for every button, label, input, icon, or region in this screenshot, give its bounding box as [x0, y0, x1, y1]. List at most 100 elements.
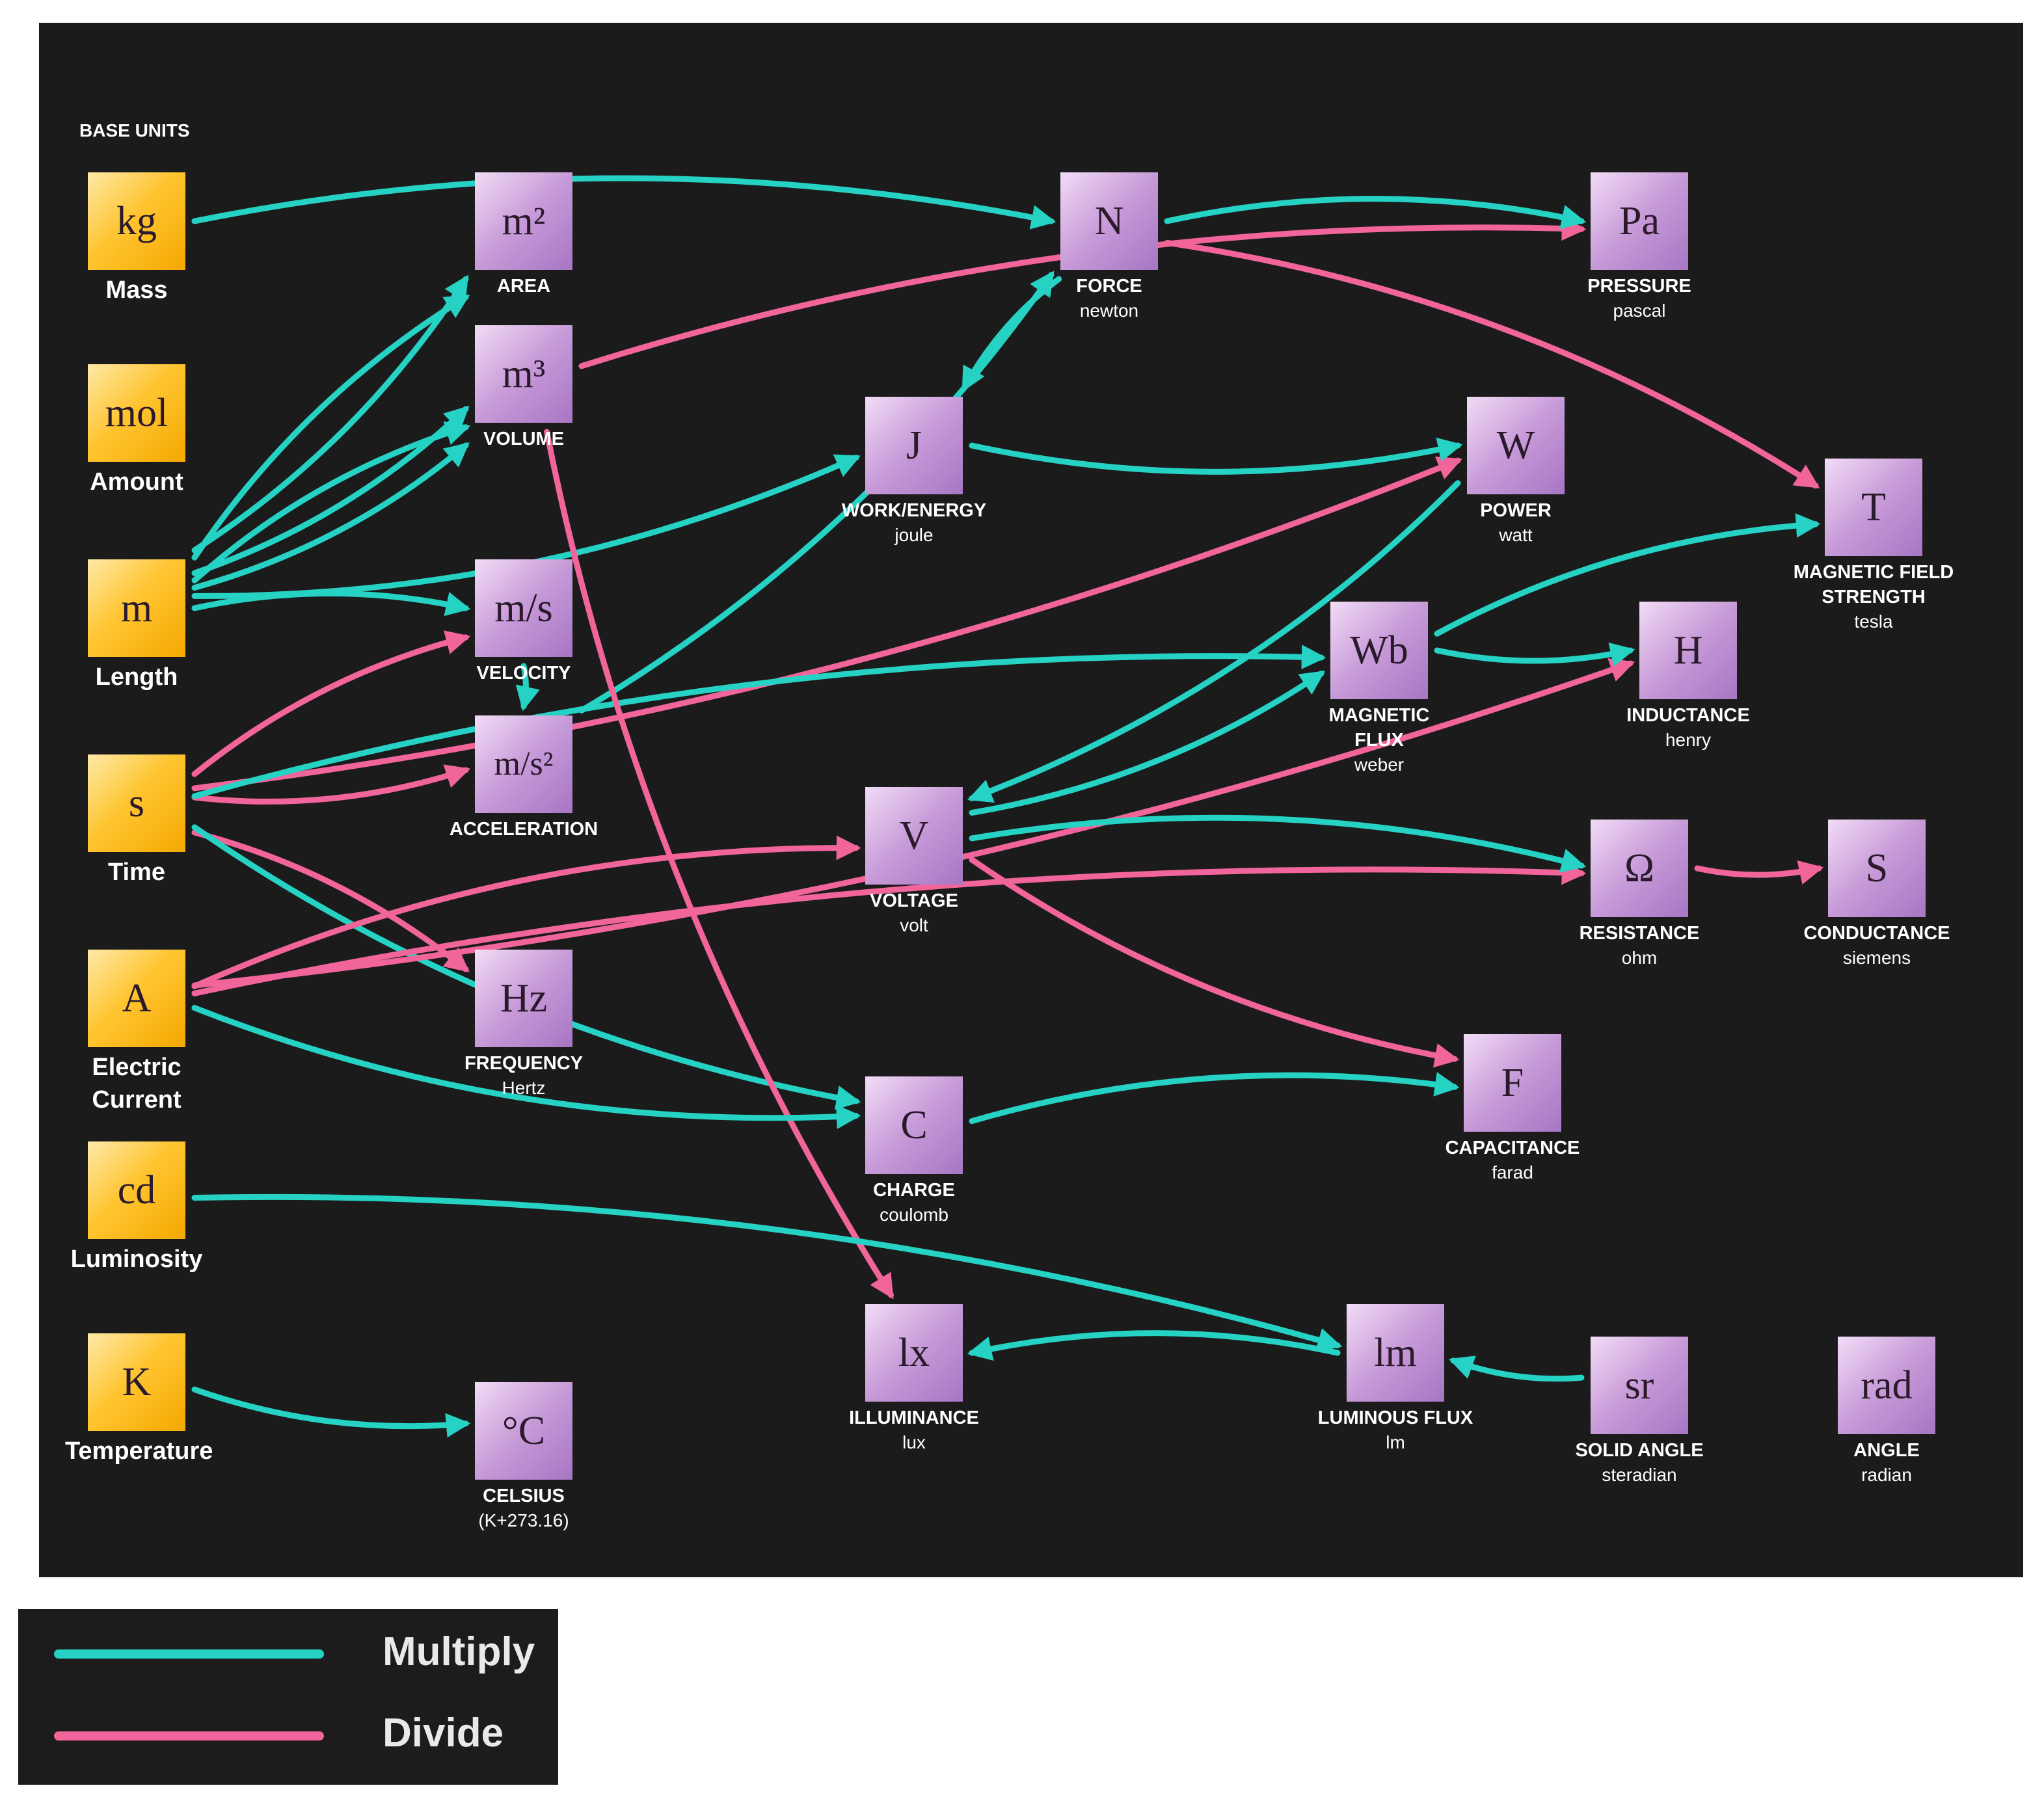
unit-name: INDUCTANCE	[1626, 705, 1750, 726]
unit-name: MAGNETIC FIELD STRENGTH	[1793, 562, 1954, 607]
unit-box-a: A	[88, 950, 185, 1047]
unit-symbol: m	[120, 586, 153, 630]
edge-multiply-n-to-j	[961, 276, 1062, 392]
unit-name: PRESSURE	[1587, 276, 1691, 297]
edge-divide-s-to-w	[191, 456, 1463, 792]
edge-divide-v-to-f	[969, 857, 1460, 1068]
unit-box-ms2: m/s²	[475, 715, 572, 813]
edge-multiply-wb-to-h	[1434, 642, 1635, 667]
edge-divide-s-to-ms2	[191, 764, 471, 805]
unit-caption-lx: ILLUMINANCE lux	[810, 1406, 1018, 1455]
unit-name: SOLID ANGLE	[1575, 1440, 1704, 1461]
unit-symbol: kg	[116, 199, 157, 243]
unit-si-name: henry	[1665, 730, 1712, 750]
legend-multiply-label: Multiply	[383, 1629, 535, 1674]
unit-caption-m2: AREA	[420, 274, 628, 299]
unit-box-ohm: Ω	[1591, 820, 1688, 917]
unit-symbol: S	[1865, 846, 1889, 890]
edge-multiply-wb-to-t	[1434, 513, 1821, 637]
unit-symbol: m/s	[494, 586, 553, 630]
unit-box-mol: mol	[88, 364, 185, 462]
unit-symbol: W	[1496, 423, 1535, 468]
unit-caption-s: Time	[65, 856, 208, 888]
unit-box-hz: Hz	[475, 950, 572, 1047]
unit-name: WORK/ENERGY	[841, 500, 987, 521]
legend-divide-label: Divide	[383, 1711, 504, 1755]
unit-box-h: H	[1639, 602, 1737, 699]
unit-caption-v: VOLTAGE volt	[810, 888, 1018, 938]
unit-caption-a: Electric Current	[65, 1051, 208, 1116]
unit-box-f: F	[1464, 1034, 1561, 1132]
unit-si-name: (K+273.16)	[478, 1510, 569, 1530]
unit-symbol: N	[1094, 199, 1124, 243]
unit-name: Luminosity	[70, 1246, 203, 1273]
unit-name: Temperature	[65, 1437, 213, 1465]
unit-name: FORCE	[1076, 276, 1142, 297]
edge-divide-a-to-ohm	[191, 860, 1587, 996]
unit-si-name: lux	[902, 1432, 926, 1452]
unit-symbol: lm	[1374, 1331, 1417, 1375]
edge-divide-m3-to-lx	[543, 429, 894, 1300]
edge-multiply-j-to-w	[969, 437, 1463, 475]
unit-name: Length	[95, 663, 178, 691]
unit-box-j: J	[865, 397, 963, 494]
unit-box-ms: m/s	[475, 559, 572, 657]
unit-box-k: K	[88, 1333, 185, 1431]
unit-symbol: m³	[502, 352, 546, 396]
unit-si-name: joule	[894, 525, 934, 545]
edge-group	[191, 175, 1824, 1438]
unit-symbol: m/s²	[494, 745, 554, 782]
unit-name: CAPACITANCE	[1445, 1138, 1580, 1158]
unit-box-kg: kg	[88, 172, 185, 270]
unit-symbol: H	[1673, 628, 1703, 673]
edge-multiply-c-to-f	[969, 1072, 1460, 1125]
edge-multiply-m-to-m3	[191, 421, 471, 583]
unit-caption-cd: Luminosity	[65, 1243, 208, 1275]
unit-si-name: radian	[1861, 1465, 1912, 1485]
unit-name: Time	[107, 859, 165, 886]
unit-name: POWER	[1480, 500, 1552, 521]
unit-box-sr: sr	[1591, 1337, 1688, 1434]
unit-symbol: C	[900, 1103, 928, 1147]
edge-divide-s-to-hz	[191, 829, 470, 972]
unit-name: VOLUME	[483, 429, 565, 449]
unit-name: ACCELERATION	[449, 819, 598, 840]
edge-multiply-m-to-m2	[191, 294, 470, 561]
edge-multiply-v-to-wb	[969, 670, 1326, 816]
unit-box-m3: m³	[475, 325, 572, 423]
unit-box-degc: °C	[475, 1382, 572, 1480]
unit-name: Electric Current	[92, 1054, 182, 1114]
unit-caption-m: Length	[65, 661, 208, 693]
unit-symbol: rad	[1861, 1363, 1913, 1407]
edge-multiply-sr-to-lm	[1448, 1355, 1585, 1382]
unit-si-name: volt	[900, 915, 928, 935]
unit-caption-ms: VELOCITY	[420, 661, 628, 686]
unit-caption-n: FORCE newton	[1005, 274, 1213, 323]
unit-box-s: S	[1828, 820, 1926, 917]
edge-divide-a-to-v	[191, 835, 861, 989]
unit-si-name: weber	[1354, 754, 1405, 775]
unit-symbol: Hz	[500, 976, 548, 1021]
unit-box-v: V	[865, 787, 963, 885]
unit-box-n: N	[1060, 172, 1158, 270]
legend: Multiply Divide	[18, 1609, 558, 1785]
edge-divide-s-to-ms	[191, 630, 471, 777]
unit-si-name: siemens	[1842, 948, 1911, 968]
unit-caption-h: INDUCTANCE henry	[1584, 703, 1792, 753]
unit-si-name: newton	[1079, 300, 1139, 321]
unit-name: ILLUMINANCE	[849, 1407, 979, 1428]
diagram-title: BASE UNITS	[79, 120, 190, 140]
unit-name: LUMINOUS FLUX	[1317, 1407, 1473, 1428]
edge-multiply-n-to-pa	[1164, 196, 1587, 230]
unit-box-cd: cd	[88, 1141, 185, 1239]
unit-name: VOLTAGE	[870, 890, 958, 911]
edge-multiply-w-to-v	[967, 480, 1461, 803]
unit-si-name: watt	[1499, 525, 1533, 545]
unit-symbol: Pa	[1619, 199, 1660, 243]
